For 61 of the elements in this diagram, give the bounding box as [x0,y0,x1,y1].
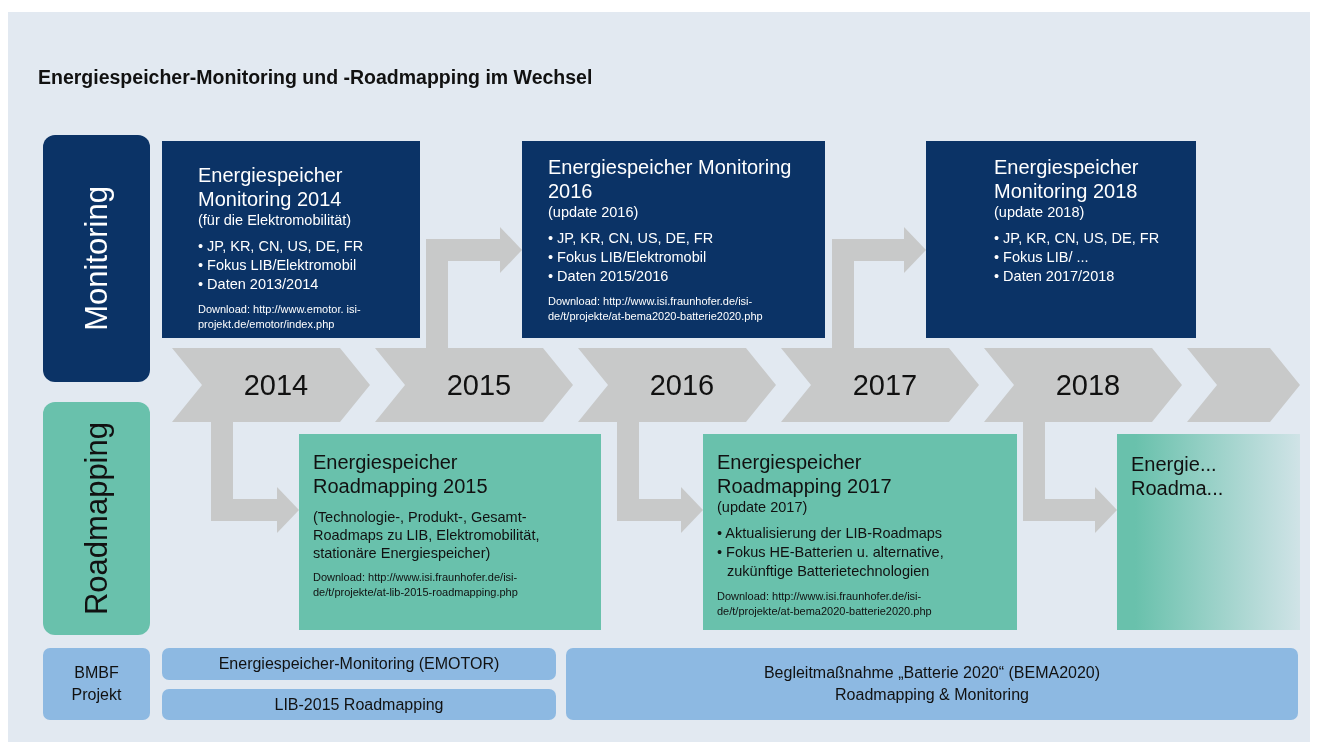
timeline-segment [172,348,370,422]
project-name: BMBF Projekt [70,663,123,705]
download-link-text: Download: http://www.isi.fraunhofer.de/isi-de/t/projekte/at-bema2020-batterie2020.php [717,589,933,619]
box-subtitle: (update 2016) [548,203,640,221]
project-bar [162,689,556,720]
bent-arrow [1023,422,1117,533]
timeline-segment [578,348,776,422]
roadmapping-box [1117,434,1300,630]
timeline-segment [984,348,1182,422]
bullet-item: • JP, KR, CN, US, DE, FR [198,237,365,256]
monitoring-box [522,141,825,338]
bent-arrow [832,227,926,348]
bullet-item: • Daten 2013/2014 [198,275,320,294]
box-heading: Energiespeicher Roadmapping 2017 [717,450,893,498]
bullet-item: • Fokus LIB/ ... [994,248,1090,267]
roadmapping-box [299,434,601,630]
timeline-segment [781,348,979,422]
year-label: 2014 [243,368,309,402]
year-label: 2016 [649,368,715,402]
bullet-item: • JP, KR, CN, US, DE, FR [994,229,1161,248]
bullet-item: • Fokus LIB/Elektromobil [548,248,708,267]
box-subtitle: (für die Elektromobilität) [198,211,353,229]
bullet-item: • Fokus LIB/Elektromobil [198,256,358,275]
monitoring-box [162,141,420,338]
download-link-text: Download: http://www.emotor. isi-projekt.de/emotor/index.php [198,302,362,332]
bullet-item: • Daten 2015/2016 [548,267,670,286]
timeline-segment [1187,348,1300,422]
download-link-text: Download: http://www.isi.fraunhofer.de/isi-de/t/projekte/at-lib-2015-roadmapping.php [313,570,519,600]
project-name: LIB-2015 Roadmapping [274,694,444,715]
box-subtitle: (update 2018) [994,203,1086,221]
year-label: 2018 [1055,368,1121,402]
box-heading: Energiespeicher Monitoring 2018 [994,155,1140,203]
bullet-item: • JP, KR, CN, US, DE, FR [548,229,715,248]
bullet-item: • Daten 2017/2018 [994,267,1116,286]
monitoring-box [926,141,1196,338]
box-heading: Energie... Roadma... [1131,452,1225,500]
box-subtitle: (update 2017) [717,498,809,516]
timeline-segment [375,348,573,422]
row-label: Monitoring [78,186,115,331]
project-bar [162,648,556,680]
year-label: 2017 [852,368,918,402]
diagram-title: Energiespeicher-Monitoring und -Roadmapping im Wechsel [38,66,593,89]
box-heading: Energiespeicher Roadmapping 2015 [313,450,489,498]
bent-arrow [211,422,299,533]
bent-arrow [426,227,522,348]
project-name: Energiespeicher-Monitoring (EMOTOR) [218,654,500,674]
row-label-tab [43,135,150,382]
box-description: (Technologie-, Produkt-, Gesamt-Roadmaps zu LIB, Elektromobilität, stationäre Energiespeicher) [313,508,541,562]
year-label: 2015 [446,368,512,402]
download-link-text: Download: http://www.isi.fraunhofer.de/isi-de/t/projekte/at-bema2020-batterie2020.php [548,294,764,324]
row-label: Roadmapping [78,422,115,615]
project-bar [566,648,1298,720]
box-heading: Energiespeicher Monitoring 2016 [548,155,793,203]
bullet-item: • Fokus HE-Batterien u. alternative, zukünftige Batterietechnologien [717,543,945,581]
roadmapping-box [703,434,1017,630]
bullet-item: • Aktualisierung der LIB-Roadmaps [717,524,944,543]
box-heading: Energiespeicher Monitoring 2014 [198,163,344,211]
row-label-tab [43,402,150,635]
project-name: Begleitmaßnahme „Batterie 2020“ (BEMA2020) Roadmapping & Monitoring [762,663,1102,705]
bent-arrow [617,422,703,533]
project-bar [43,648,150,720]
